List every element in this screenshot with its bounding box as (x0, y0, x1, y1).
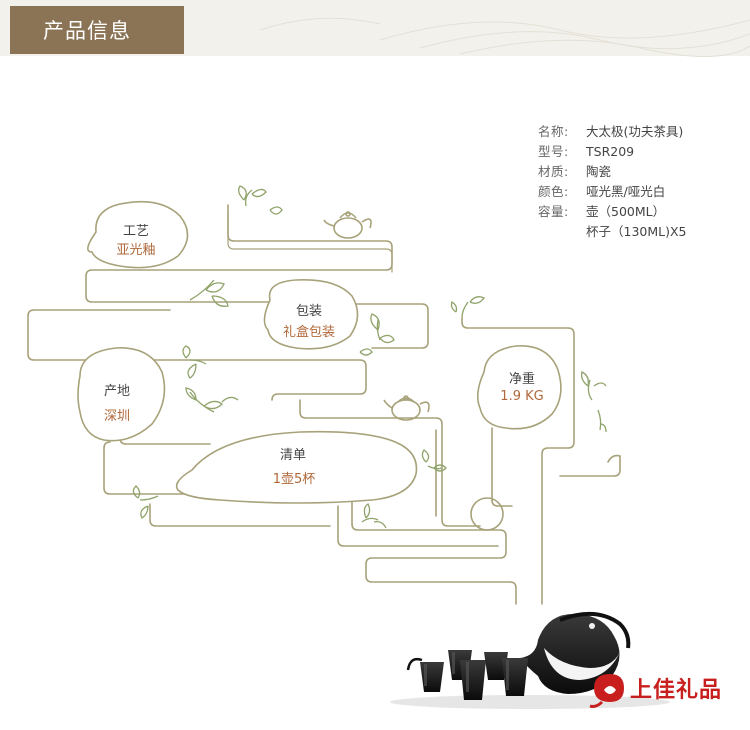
bubble-packaging-title: 包装 (295, 304, 322, 319)
leaf-icon (132, 485, 159, 519)
spec-label: 型号: (538, 144, 569, 159)
spec-row: 颜色: 哑光黑/哑光白 (538, 182, 687, 202)
spec-label: 颜色: (538, 184, 569, 199)
leaf-icon (189, 279, 229, 307)
bubble-weight (476, 345, 562, 430)
teapot-icon (323, 211, 372, 239)
bubble-craft (87, 200, 189, 269)
leaf-icon (182, 345, 207, 379)
spec-value: TSR209 (586, 144, 635, 159)
leaf-icon (238, 185, 283, 215)
spec-row: 杯子（130ML)X5 (538, 222, 687, 242)
section-header: 产品信息 (10, 6, 184, 54)
leaf-icon (361, 503, 387, 529)
logo-text: 上佳礼品 (630, 677, 723, 703)
logo-icon (589, 674, 624, 708)
spec-value: 哑光黑/哑光白 (586, 184, 666, 199)
bubble-weight-title: 净重 (508, 372, 535, 387)
leaf-icon (359, 313, 395, 356)
spec-row: 名称: 大太极(功夫茶具) (538, 122, 687, 142)
bubble-list-value: 1壶5杯 (272, 472, 316, 487)
spec-value: 杯子（130ML)X5 (586, 224, 687, 239)
bubble-packaging-value: 礼盒包装 (282, 325, 335, 340)
spec-row: 材质: 陶瓷 (538, 162, 687, 182)
spec-row: 容量: 壶（500ML） (538, 202, 687, 222)
spec-list: 名称:大太极(功夫茶具) 型号:TSR209 材质:陶瓷 颜色:哑光黑/哑光白 … (538, 122, 687, 242)
spec-value: 陶瓷 (586, 164, 612, 179)
bubble-list-title: 清单 (279, 448, 306, 463)
ball-icon (470, 497, 504, 531)
leaf-icon (580, 371, 607, 433)
teapot-icon (383, 395, 430, 421)
bubble-origin-value: 深圳 (103, 409, 130, 424)
leaf-icon (421, 449, 447, 472)
bubble-craft-value: 亚光釉 (116, 243, 156, 258)
leaf-icon (185, 387, 239, 413)
spec-label: 名称: (538, 124, 569, 139)
leaf-icon (450, 296, 485, 319)
spec-value: 壶（500ML） (586, 204, 666, 219)
section-title: 产品信息 (43, 19, 131, 43)
bubble-weight-value: 1.9 KG (500, 389, 544, 404)
bubble-list (175, 430, 418, 504)
spec-row: 型号: TSR209 (538, 142, 687, 162)
spec-label: 材质: (538, 164, 569, 179)
bubble-origin-title: 产地 (103, 384, 130, 399)
bubble-origin (77, 347, 166, 442)
spec-value: 大太极(功夫茶具) (586, 124, 684, 139)
bubble-packaging (263, 279, 359, 350)
bubble-craft-title: 工艺 (122, 224, 149, 239)
spec-label: 容量: (538, 204, 569, 219)
